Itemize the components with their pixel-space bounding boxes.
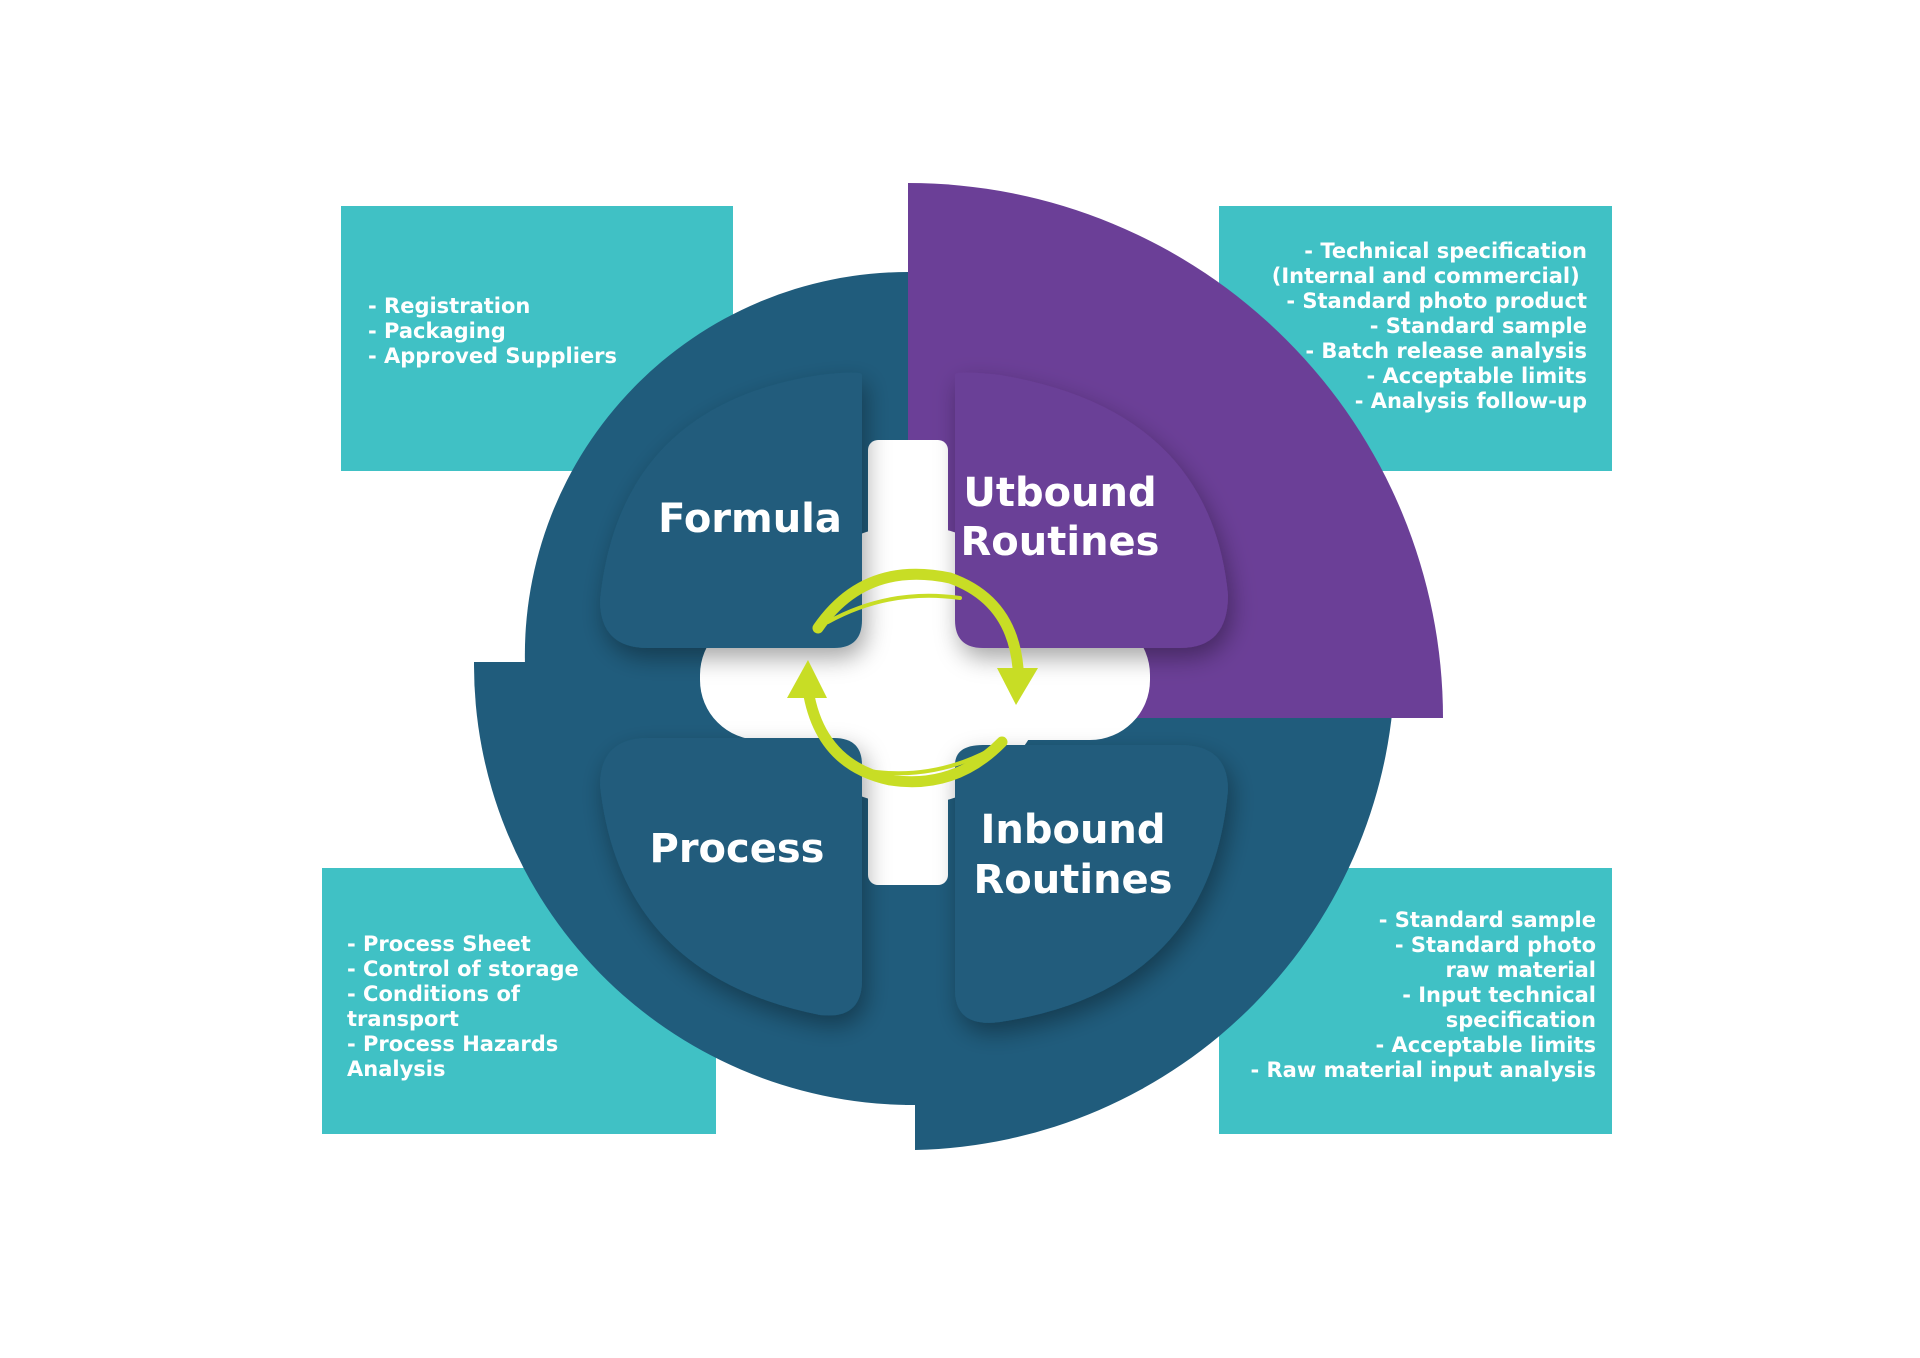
panel-outbound-line: (Internal and commercial) xyxy=(1271,264,1587,288)
panel-formula-line: - Registration xyxy=(368,294,531,318)
label-process: Process xyxy=(650,826,825,872)
label-formula: Formula xyxy=(658,496,842,542)
panel-outbound-line: - Standard photo product xyxy=(1286,289,1587,313)
panel-process-line: Analysis xyxy=(347,1057,446,1081)
panel-inbound-line: - Acceptable limits xyxy=(1375,1033,1596,1057)
panel-formula: - Registration - Packaging - Approved Su… xyxy=(341,206,733,471)
panel-process-line: - Process Sheet xyxy=(347,932,531,956)
tile-outbound xyxy=(955,372,1228,648)
tile-inbound xyxy=(955,745,1228,1023)
panel-outbound-line: - Technical specification xyxy=(1304,239,1587,263)
label-outbound-line2: Routines xyxy=(960,519,1159,565)
panel-inbound-line: - Raw material input analysis xyxy=(1250,1058,1596,1082)
panel-inbound-line: - Standard sample xyxy=(1378,908,1596,932)
panel-process-line: - Process Hazards xyxy=(347,1032,559,1056)
panel-inbound-line: - Input technical xyxy=(1402,983,1596,1007)
panel-formula-line: - Approved Suppliers xyxy=(368,344,618,368)
panel-process-line: - Control of storage xyxy=(347,957,579,981)
panel-inbound: - Standard sample - Standard photo raw m… xyxy=(1219,868,1612,1134)
label-inbound-line2: Routines xyxy=(973,857,1172,903)
panel-inbound-line: raw material xyxy=(1445,958,1597,982)
panel-outbound-line: - Standard sample xyxy=(1369,314,1587,338)
tile-process xyxy=(600,738,862,1016)
label-outbound-line1: Utbound xyxy=(963,470,1156,516)
panel-inbound-line: - Standard photo xyxy=(1394,933,1596,957)
cycle-arrows-icon xyxy=(787,568,1038,788)
tile-formula xyxy=(600,372,862,648)
panel-outbound-line: - Batch release analysis xyxy=(1305,339,1587,363)
panel-inbound-line: specification xyxy=(1445,1008,1596,1032)
panel-process-line: transport xyxy=(347,1007,459,1031)
panel-outbound-line: - Analysis follow-up xyxy=(1354,389,1587,413)
label-inbound-line1: Inbound xyxy=(980,807,1165,853)
panel-process-line: - Conditions of xyxy=(347,982,521,1006)
panel-outbound-line: - Acceptable limits xyxy=(1366,364,1587,388)
panel-formula-line: - Packaging xyxy=(368,319,506,343)
